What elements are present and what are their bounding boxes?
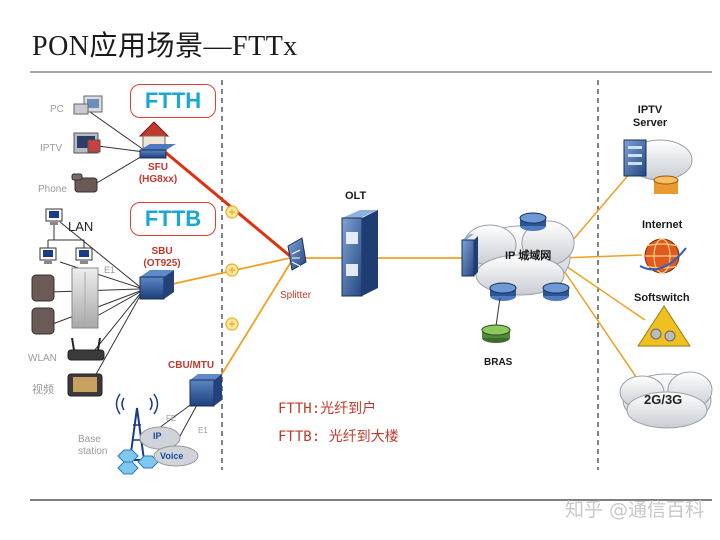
wlan-router-icon bbox=[67, 337, 105, 361]
watermark: 知乎 @通信百科 bbox=[564, 499, 704, 521]
sbu-model: (OT925) bbox=[143, 258, 181, 269]
fttb-note: FTTB: 光纤到大楼 bbox=[278, 429, 399, 445]
lan-icon bbox=[39, 208, 93, 264]
olt-icon bbox=[341, 210, 378, 297]
iptv-server-line1: IPTV bbox=[637, 104, 663, 116]
station-label: station bbox=[78, 446, 108, 457]
splitter-label: Splitter bbox=[280, 290, 312, 301]
ip-label: IP bbox=[153, 431, 162, 441]
voice-label: Voice bbox=[160, 451, 184, 461]
base-label: Base bbox=[78, 434, 101, 445]
mobile-label: 2G/3G bbox=[644, 392, 683, 407]
sbu-label: SBU (OT925) bbox=[134, 246, 190, 270]
sfu-label: SFU (HG8xx) bbox=[136, 162, 180, 186]
iptv-label: IPTV bbox=[40, 143, 63, 154]
bras-icon bbox=[481, 297, 511, 343]
iptv-server-icon bbox=[623, 139, 693, 194]
fiber-ftth bbox=[164, 150, 291, 258]
mobile-cloud bbox=[619, 371, 713, 429]
router-icons bbox=[489, 212, 570, 301]
softswitch-label: Softswitch bbox=[634, 292, 690, 304]
bras-label: BRAS bbox=[484, 357, 513, 368]
cbu-label: CBU/MTU bbox=[168, 360, 215, 371]
sbu-name: SBU bbox=[151, 246, 173, 257]
sfu-name: SFU bbox=[148, 162, 168, 173]
page-title: PON应用场景—FTTx bbox=[32, 31, 298, 62]
video-phone-icon bbox=[67, 373, 103, 397]
e1-top-label: E1 bbox=[104, 265, 116, 275]
pbx-icon bbox=[71, 267, 99, 329]
splitter-icon bbox=[287, 237, 307, 271]
sbu-device-icon bbox=[139, 270, 174, 300]
phone-label: Phone bbox=[38, 184, 67, 195]
core-lines bbox=[559, 164, 646, 391]
base-station-icon bbox=[115, 393, 159, 475]
pc-label: PC bbox=[50, 104, 64, 115]
wlan-label: WLAN bbox=[28, 353, 57, 364]
iptv-icon bbox=[73, 132, 101, 154]
phone-icon bbox=[71, 173, 98, 193]
olt-label: OLT bbox=[345, 190, 367, 202]
optical-markers bbox=[225, 205, 239, 331]
e1-bottom-label: E1 bbox=[198, 426, 208, 435]
internet-label: Internet bbox=[642, 219, 683, 231]
metro-switch-icon bbox=[461, 234, 478, 277]
softswitch-icon bbox=[637, 305, 691, 347]
desk-phone-icon bbox=[31, 274, 55, 335]
sfu-device-icon bbox=[139, 144, 176, 159]
pc-icon bbox=[73, 95, 103, 115]
sfu-model: (HG8xx) bbox=[138, 174, 178, 185]
lan-label: LAN bbox=[68, 219, 94, 234]
ip-network-label: IP 城域网 bbox=[505, 250, 552, 262]
internet-globe-icon bbox=[639, 238, 687, 274]
cbu-device-icon bbox=[189, 374, 222, 407]
iptv-server-label: IPTV Server bbox=[630, 104, 670, 130]
ftth-callout: FTTH bbox=[130, 84, 216, 118]
ip-voice-cloud bbox=[139, 426, 199, 467]
iptv-server-line2: Server bbox=[632, 117, 668, 129]
ftth-note: FTTH:光纤到户 bbox=[278, 401, 377, 417]
fiber-cbu bbox=[211, 261, 292, 391]
fttb-callout: FTTB bbox=[130, 202, 216, 236]
video-label: 视频 bbox=[32, 384, 54, 396]
fe-label: FE bbox=[166, 414, 177, 423]
